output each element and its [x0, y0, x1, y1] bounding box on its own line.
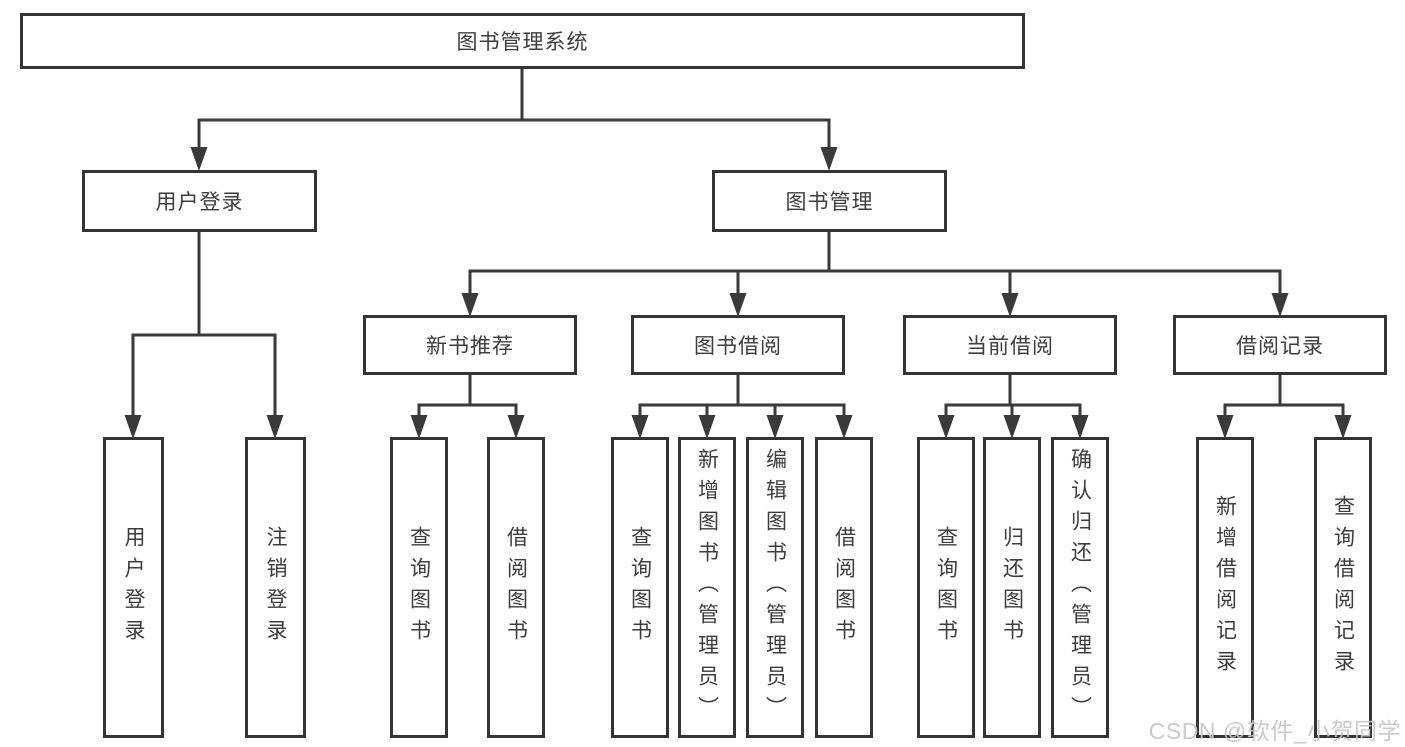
- arrowhead-down-icon: [729, 293, 747, 317]
- arrowhead-down-icon: [1271, 293, 1289, 317]
- node-new-book-recommendation: 新书推荐: [363, 315, 577, 375]
- arrowhead-down-icon: [1216, 415, 1234, 439]
- connector-user-login-to-leaves: [124, 232, 284, 439]
- leaf-label: 借阅图书: [832, 525, 856, 650]
- leaf-label: 用户登录: [122, 525, 145, 650]
- node-user-login: 用户登录: [82, 170, 317, 232]
- arrowhead-down-icon: [1003, 415, 1021, 439]
- arrowhead-down-icon: [698, 415, 716, 439]
- leaf-edit-book-admin: 编辑图书（管理员）: [746, 437, 804, 738]
- arrowhead-down-icon: [631, 415, 649, 439]
- connector-borrow-records-to-leaves: [1216, 375, 1352, 439]
- leaf-borrow-books-recommend: 借阅图书: [487, 437, 545, 738]
- arrowhead-down-icon: [124, 415, 142, 439]
- leaf-label: 编辑图书（管理员）: [763, 448, 787, 727]
- leaf-label: 新增借阅记录: [1213, 494, 1237, 681]
- csdn-watermark: CSDN @软件_小贺同学: [1148, 718, 1401, 744]
- node-label: 新书推荐: [426, 335, 514, 358]
- leaf-label: 查询借阅记录: [1331, 494, 1355, 681]
- connector-current-borrow-to-leaves: [937, 375, 1089, 439]
- node-label: 图书管理系统: [456, 31, 589, 54]
- node-label: 图书借阅: [694, 335, 782, 358]
- leaf-logout: 注销登录: [245, 437, 306, 738]
- leaf-confirm-return-admin: 确认归还（管理员）: [1051, 437, 1109, 738]
- node-label: 当前借阅: [966, 335, 1054, 358]
- leaf-label: 查询图书: [628, 525, 652, 650]
- leaf-label: 查询图书: [934, 525, 958, 650]
- leaf-label: 查询图书: [407, 525, 431, 650]
- connector-book-management-to-level3: [461, 232, 1289, 317]
- arrowhead-down-icon: [820, 147, 838, 171]
- arrowhead-down-icon: [835, 415, 853, 439]
- arrowhead-down-icon: [766, 415, 784, 439]
- leaf-borrow-books-borrow: 借阅图书: [815, 437, 873, 738]
- node-current-borrowing: 当前借阅: [903, 315, 1117, 375]
- leaf-return-book: 归还图书: [983, 437, 1041, 738]
- leaf-query-books-recommend: 查询图书: [390, 437, 448, 738]
- arrowhead-down-icon: [266, 415, 284, 439]
- connector-root-to-level2: [190, 69, 838, 171]
- arrowhead-down-icon: [937, 415, 955, 439]
- arrowhead-down-icon: [1334, 415, 1352, 439]
- leaf-query-books-borrow: 查询图书: [611, 437, 669, 738]
- connector-new-book-recommend-to-leaves: [410, 375, 525, 439]
- leaf-label: 借阅图书: [504, 525, 528, 650]
- leaf-label: 归还图书: [1000, 525, 1024, 650]
- arrowhead-down-icon: [461, 293, 479, 317]
- arrowhead-down-icon: [1001, 293, 1019, 317]
- leaf-add-book-admin: 新增图书（管理员）: [678, 437, 736, 738]
- leaf-label: 注销登录: [264, 525, 287, 650]
- arrowhead-down-icon: [190, 147, 208, 171]
- arrowhead-down-icon: [507, 415, 525, 439]
- leaf-add-borrow-record: 新增借阅记录: [1196, 437, 1254, 738]
- arrowhead-down-icon: [410, 415, 428, 439]
- leaf-label: 确认归还（管理员）: [1068, 448, 1092, 727]
- node-borrowing-records: 借阅记录: [1173, 315, 1387, 375]
- node-book-borrowing: 图书借阅: [631, 315, 845, 375]
- node-library-system-root: 图书管理系统: [20, 13, 1025, 69]
- leaf-label: 新增图书（管理员）: [695, 448, 719, 727]
- connector-book-borrow-to-leaves: [631, 375, 853, 439]
- node-label: 图书管理: [785, 191, 874, 214]
- leaf-query-books-current: 查询图书: [917, 437, 975, 738]
- node-book-management: 图书管理: [712, 170, 947, 232]
- arrowhead-down-icon: [1071, 415, 1089, 439]
- leaf-query-borrow-record: 查询借阅记录: [1314, 437, 1372, 738]
- node-label: 借阅记录: [1236, 335, 1324, 358]
- leaf-user-login: 用户登录: [103, 437, 164, 738]
- node-label: 用户登录: [155, 191, 244, 214]
